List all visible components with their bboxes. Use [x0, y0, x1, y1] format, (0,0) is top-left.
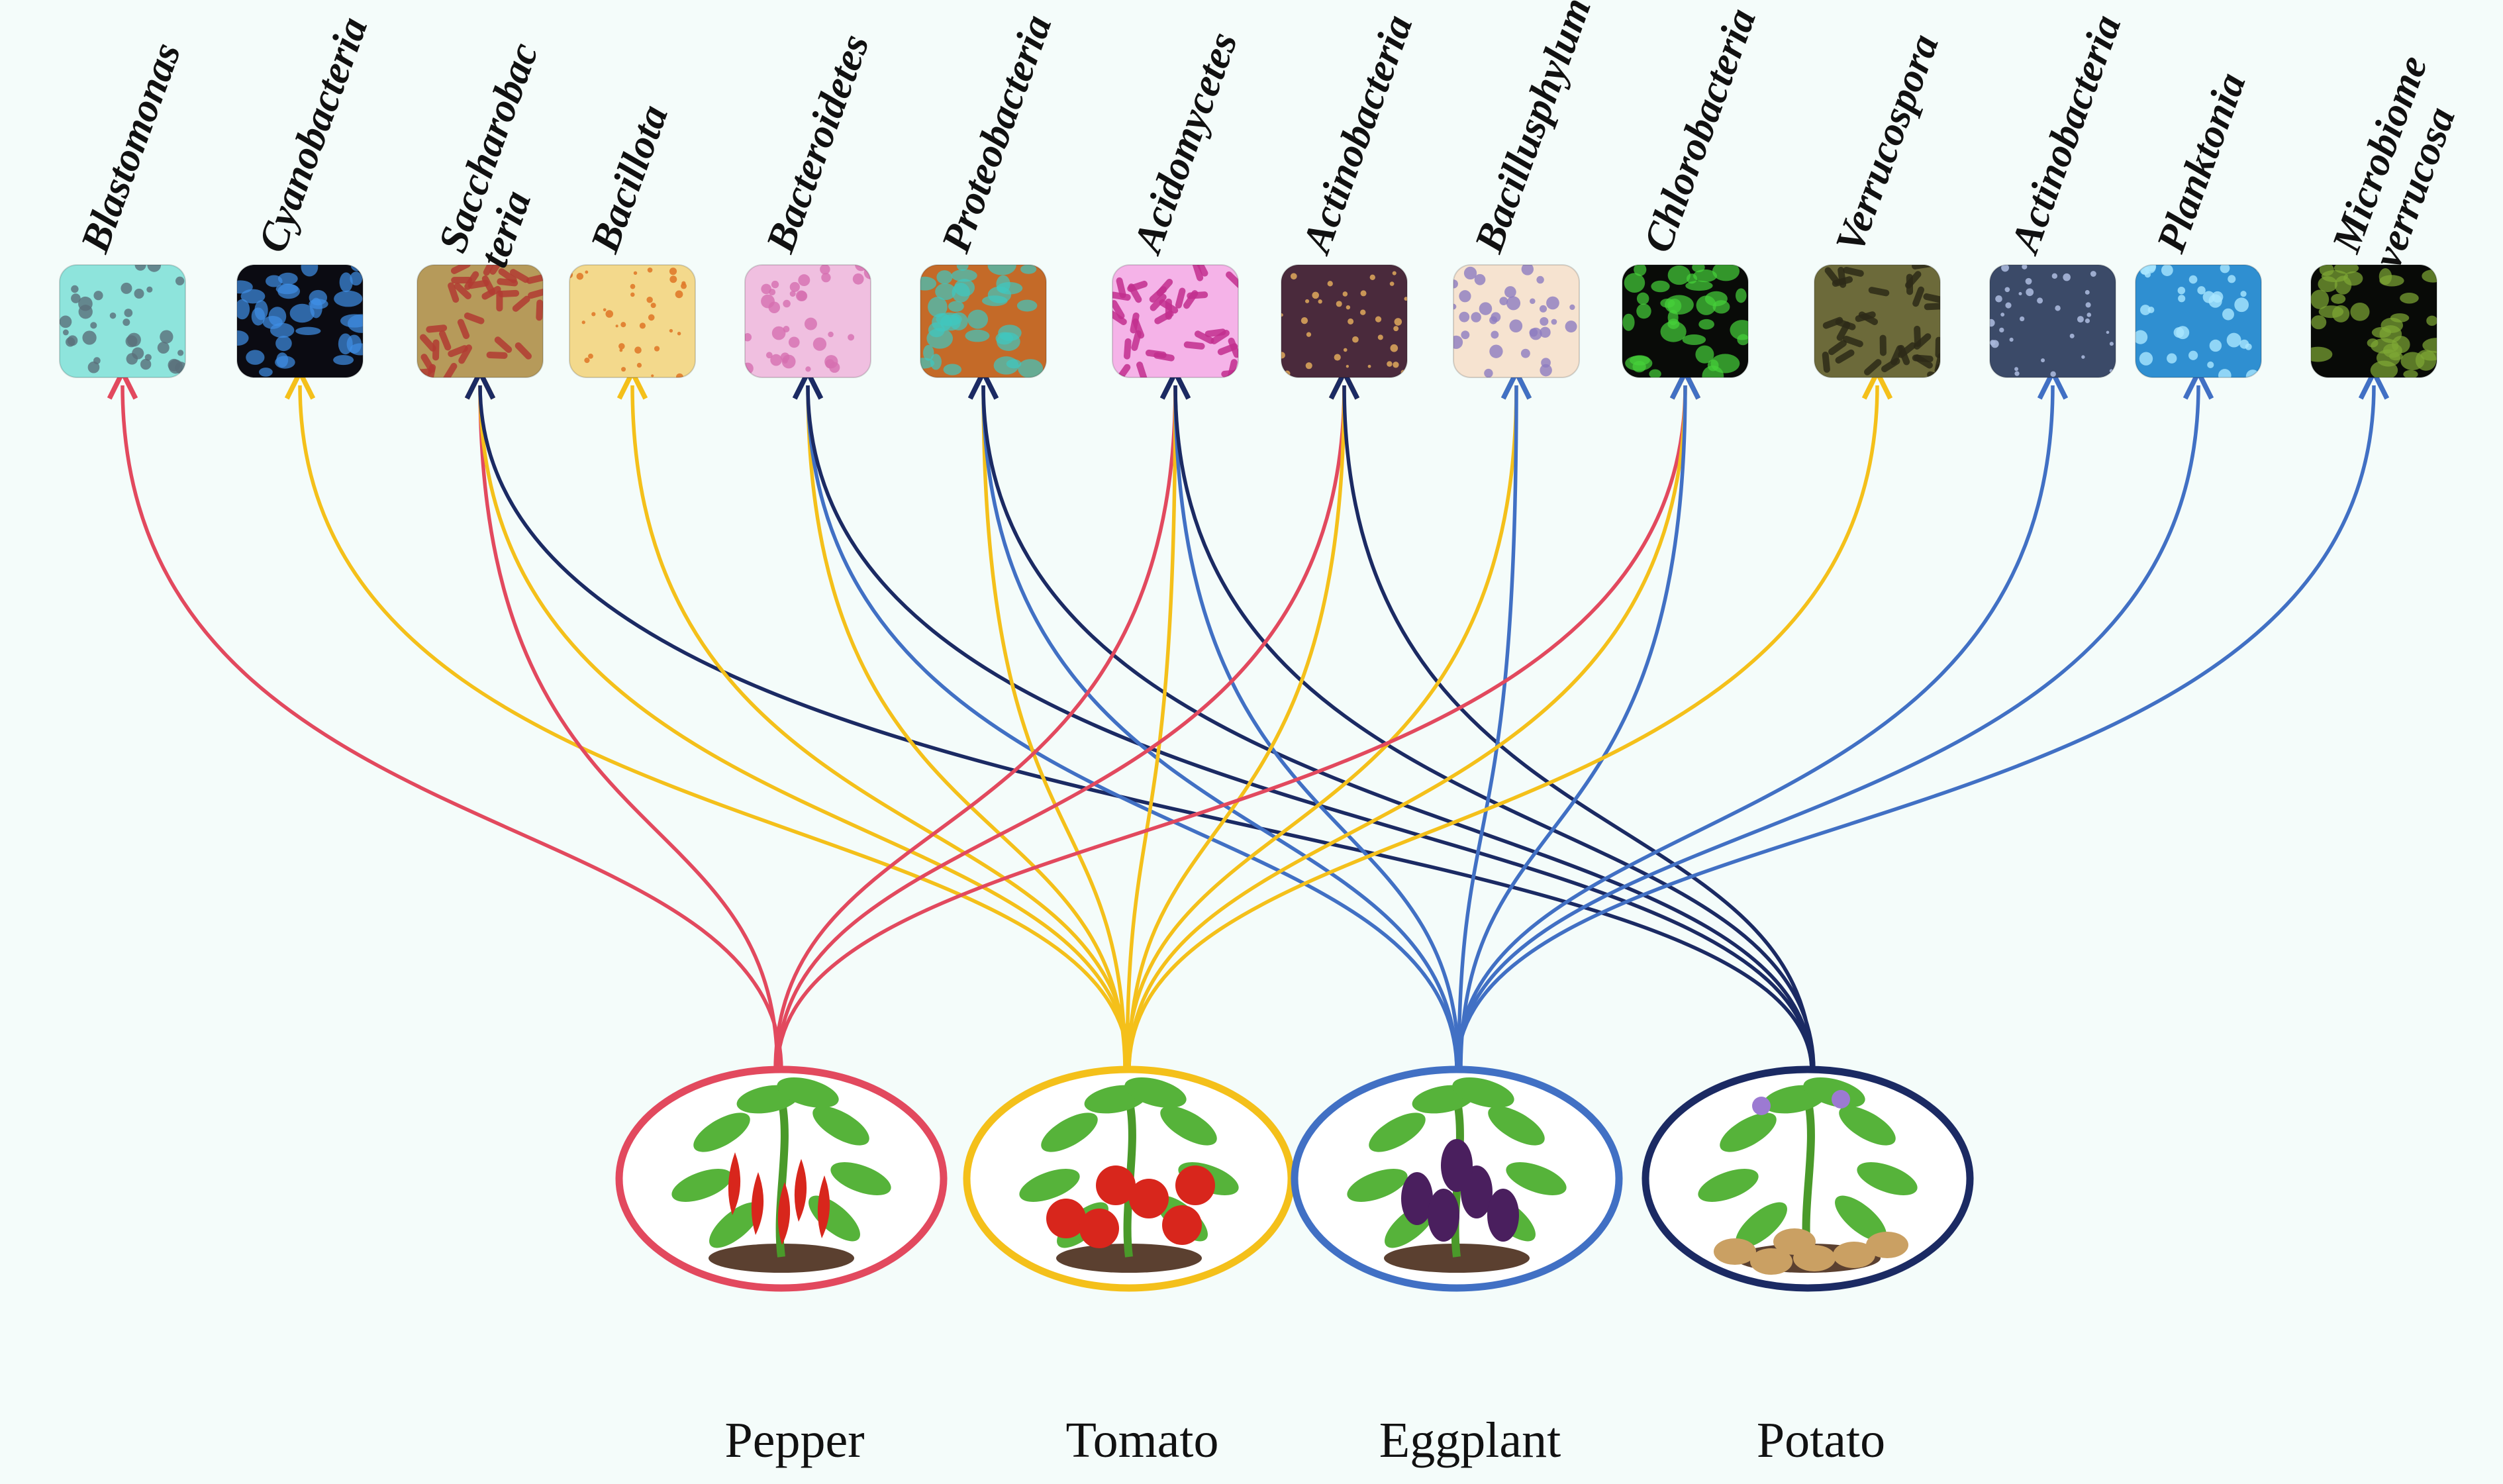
plant-label-tomato: Tomato: [1065, 1412, 1218, 1468]
edge-eggplant-to-bacteroidetes: [808, 385, 1459, 1071]
edge-eggplant-to-proteobacteria: [983, 385, 1459, 1071]
edge-tomato-to-acidomycetes: [1125, 385, 1175, 1071]
microbe-label: Chlorobacteria: [1635, 3, 1765, 258]
microbe-label: Actinobacteria: [2002, 9, 2130, 261]
microbe-cyanobacteria: Cyanobacteria: [236, 11, 376, 378]
plant-eggplant: Eggplant: [1291, 1065, 1623, 1468]
tissue-surface-micrograph-icon: [920, 265, 1046, 377]
tomato-plant-icon: [1019, 1077, 1239, 1273]
microbe-saccharobacteria: Saccharobacteria: [417, 37, 588, 378]
edge-potato-to-proteobacteria: [983, 385, 1814, 1071]
plant-label-pepper: Pepper: [724, 1412, 864, 1468]
microbe-bacteroidetes: Bacteroidetes: [744, 28, 878, 378]
plant-tomato: Tomato: [963, 1065, 1295, 1468]
microbe-label-line: Bacteroidetes: [758, 28, 878, 259]
microbe-acidomycetes: Acidomycetes: [1112, 26, 1246, 378]
microbe-label: Bacillusphylum: [1466, 0, 1600, 259]
microbe-label: Acidomycetes: [1124, 26, 1246, 261]
edge-potato-to-bacteroidetes: [808, 385, 1814, 1071]
filament-micrograph-icon: [1990, 265, 2116, 377]
olive-mycelium-micrograph-icon: [1814, 265, 1940, 377]
microbe-label-line: Actinobacteria: [2002, 9, 2130, 261]
microbe-label-line: Blastomonas: [72, 37, 189, 259]
connection-lines: [123, 385, 2374, 1071]
edge-eggplant-to-chlorobacteria: [1459, 385, 1685, 1071]
microbe-label-line: Chlorobacteria: [1635, 3, 1765, 258]
microbe-label-line: Cyanobacteria: [250, 11, 376, 258]
blue-cell-micrograph-icon: [237, 265, 363, 377]
microbe-bacillota: Bacillota: [569, 99, 696, 378]
edge-tomato-to-cyanobacteria: [300, 385, 1131, 1071]
eggplant-plant-icon: [1347, 1077, 1567, 1273]
edge-eggplant-to-actinobacteria-2: [1455, 385, 2053, 1071]
plant-pepper: Pepper: [615, 1065, 948, 1468]
edge-pepper-to-blastomonas: [123, 385, 783, 1071]
microbe-actinobacteria-1: Actinobacteria: [1281, 9, 1422, 378]
microbe-label: Bacillota: [582, 99, 677, 259]
green-flagella-micrograph-icon: [1622, 265, 1748, 377]
microbe-label: Bacteroidetes: [758, 28, 878, 259]
brown-rod-micrograph-icon: [1281, 265, 1407, 377]
edge-tomato-to-chlorobacteria: [1127, 385, 1685, 1071]
microbe-label: Saccharobacteria: [430, 37, 588, 273]
plant-potato: Potato: [1642, 1065, 1974, 1468]
microbe-label-line: Bacillusphylum: [1466, 0, 1600, 259]
microbe-label: Microbiomeverrucosa: [2324, 50, 2477, 273]
edge-pepper-to-chlorobacteria: [775, 385, 1685, 1071]
green-sphere-micrograph-icon: [2311, 265, 2437, 377]
pepper-plant-icon: [671, 1077, 891, 1273]
plant-label-potato: Potato: [1757, 1412, 1885, 1468]
microbe-label-line: Verrucospora: [1827, 28, 1947, 258]
edge-potato-to-acidomycetes: [1175, 385, 1816, 1071]
edge-pepper-to-saccharobacteria: [480, 385, 779, 1071]
microbe-microbiome-verrucosa: Microbiomeverrucosa: [2310, 50, 2477, 378]
microbe-label: Proteobacteria: [933, 9, 1061, 259]
microbe-planktonia: Planktonia: [2135, 67, 2262, 378]
edge-eggplant-to-bacillusphylum: [1457, 385, 1516, 1071]
edge-eggplant-to-microbiome-verrucosa: [1455, 385, 2374, 1071]
edge-tomato-to-saccharobacteria: [480, 385, 1131, 1071]
edge-potato-to-saccharobacteria: [480, 385, 1814, 1071]
microbe-label-line: Proteobacteria: [933, 9, 1061, 259]
potato-plant-icon: [1698, 1077, 1918, 1275]
edge-pepper-to-acidomycetes: [773, 385, 1175, 1071]
microbe-verrucospora: Verrucospora: [1814, 28, 1947, 378]
red-rod-micrograph-icon: [417, 265, 543, 377]
microbe-label: Cyanobacteria: [250, 11, 376, 258]
microbe-blastomonas: Blastomonas: [59, 37, 189, 378]
microbe-chlorobacteria: Chlorobacteria: [1622, 3, 1765, 378]
edge-tomato-to-proteobacteria: [983, 385, 1127, 1071]
edge-tomato-to-verrucospora: [1127, 385, 1877, 1071]
microbe-row: Blastomonas Cyanobacteria Saccharobacteria…: [59, 0, 2477, 378]
edge-pepper-to-actinobacteria-1: [775, 385, 1344, 1071]
edge-eggplant-to-planktonia: [1455, 385, 2198, 1071]
plant-label-eggplant: Eggplant: [1379, 1412, 1561, 1468]
microbe-label-line: Bacillota: [582, 99, 677, 259]
microbe-bacillusphylum: Bacillusphylum: [1453, 0, 1600, 378]
microbe-label-line: Actinobacteria: [1293, 9, 1422, 261]
pink-stain-micrograph-icon: [745, 265, 871, 377]
blue-particle-micrograph-icon: [2135, 265, 2261, 377]
microbe-label: Verrucospora: [1827, 28, 1947, 258]
microbe-actinobacteria-2: Actinobacteria: [1989, 9, 2130, 378]
edge-potato-to-actinobacteria-1: [1344, 385, 1814, 1071]
edge-tomato-to-bacillusphylum: [1125, 385, 1516, 1071]
microbe-label: Planktonia: [2148, 67, 2255, 259]
edge-eggplant-to-acidomycetes: [1175, 385, 1461, 1071]
orange-rod-micrograph-icon: [569, 265, 695, 377]
cream-micrograph-icon: [1453, 265, 1579, 377]
microbe-proteobacteria: Proteobacteria: [920, 9, 1061, 378]
microbe-label: Actinobacteria: [1293, 9, 1422, 261]
edge-tomato-to-bacillota: [632, 385, 1131, 1071]
microbe-label-line: Planktonia: [2148, 67, 2255, 259]
plant-row: Pepper Tomato Eggplant Potato: [615, 1065, 1974, 1468]
microbe-label-line: Acidomycetes: [1124, 26, 1246, 261]
magenta-stain-micrograph-icon: [1112, 265, 1238, 377]
microbe-label: Blastomonas: [72, 37, 189, 259]
edge-tomato-to-bacteroidetes: [808, 385, 1127, 1071]
speckled-cyan-micrograph-icon: [60, 265, 185, 377]
